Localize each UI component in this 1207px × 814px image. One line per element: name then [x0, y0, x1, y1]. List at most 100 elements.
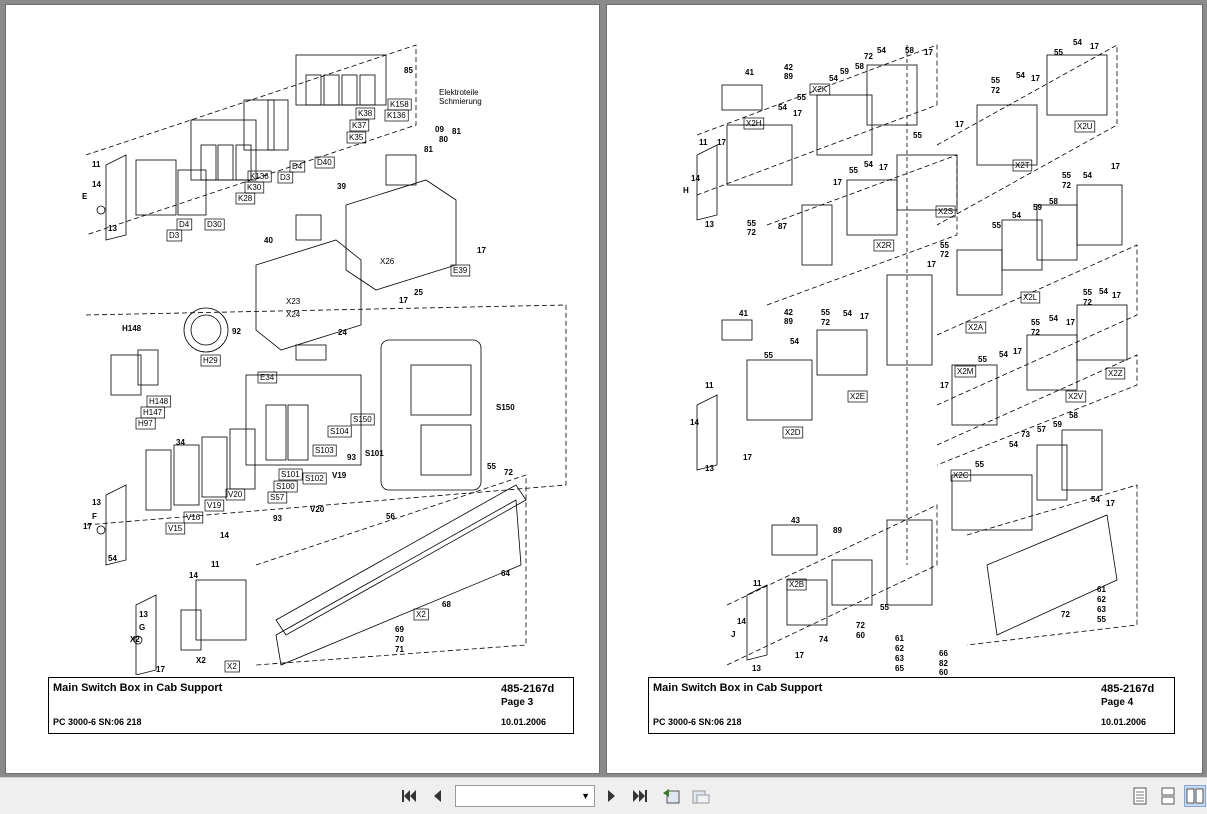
- document-code: 485-2167d: [501, 683, 555, 695]
- callout-framed: K38: [358, 109, 373, 118]
- label-frame: [413, 608, 429, 621]
- callout-framed: D30: [207, 220, 222, 229]
- callout: 17: [1106, 499, 1115, 508]
- go-forward-icon[interactable]: [690, 785, 712, 807]
- callout: F: [92, 512, 97, 521]
- callout: 54: [1049, 314, 1058, 323]
- callout: 54: [778, 103, 787, 112]
- label-frame: [1012, 159, 1033, 172]
- callout-framed: X2: [416, 610, 426, 619]
- callout: X2: [130, 635, 140, 644]
- callout-framed: X2Z: [1108, 369, 1123, 378]
- callout: 54: [1091, 495, 1100, 504]
- callout: 13: [139, 610, 148, 619]
- facing-view-icon[interactable]: [1184, 785, 1206, 807]
- callout: 87: [778, 222, 787, 231]
- callout-framed: D3: [280, 173, 291, 182]
- callout: 81: [424, 145, 433, 154]
- callout: 41: [745, 68, 754, 77]
- callout: 58: [1049, 197, 1058, 206]
- callout-framed: H29: [203, 356, 218, 365]
- callout-framed: V16: [186, 513, 201, 522]
- callout-framed: K30: [247, 183, 262, 192]
- viewer-toolbar: ▼: [0, 777, 1207, 814]
- callout: X2: [196, 656, 206, 665]
- single-page-view-icon[interactable]: [1129, 785, 1151, 807]
- document-page-3: 85 K158 K136 K38 K37 K35 D40 D4 D3 K136 …: [5, 4, 600, 774]
- previous-page-icon[interactable]: [426, 785, 448, 807]
- label-frame: [450, 264, 471, 277]
- callout: J: [731, 630, 735, 639]
- callout: 13: [752, 664, 761, 673]
- callout: 71: [395, 645, 404, 654]
- exploded-view-drawing-page-3: 85 K158 K136 K38 K37 K35 D40 D4 D3 K136 …: [82, 44, 567, 675]
- callout-framed: X2B: [789, 580, 804, 589]
- callout-framed: H148: [149, 397, 169, 406]
- continuous-view-icon[interactable]: [1157, 785, 1179, 807]
- callout: 34: [176, 438, 185, 447]
- callout: X24: [286, 310, 301, 319]
- document-code: 485-2167d: [1101, 683, 1155, 695]
- callout: 72: [1083, 298, 1092, 307]
- label-frame: [165, 522, 186, 535]
- callout: V19: [332, 471, 347, 480]
- label-frame: [743, 117, 765, 130]
- callout: 40: [264, 236, 273, 245]
- callout: 92: [232, 327, 241, 336]
- callout: 62: [1097, 595, 1106, 604]
- callout: 85: [404, 66, 413, 75]
- callout-framed: D40: [317, 158, 332, 167]
- callout-framed: V20: [228, 490, 243, 499]
- callout: 17: [1111, 162, 1120, 171]
- callout: 54: [1099, 287, 1108, 296]
- callout: 11: [92, 160, 101, 169]
- label-frame: [257, 371, 278, 384]
- callout-framed: K158: [390, 100, 409, 109]
- callout-framed: V15: [168, 524, 183, 533]
- callout: 42: [784, 63, 793, 72]
- callout-framed: D3: [169, 231, 180, 240]
- callout: 55: [880, 603, 889, 612]
- callout-framed: D4: [292, 162, 303, 171]
- page-label: Page 4: [1101, 697, 1134, 708]
- callout-framed: X2M: [957, 367, 974, 376]
- callout: 17: [1031, 74, 1040, 83]
- machine-model: PC 3000-6 SN:06 218: [53, 717, 142, 727]
- note-line-2: Schmierung: [439, 97, 482, 106]
- callout: 55: [991, 76, 1000, 85]
- label-frame: [166, 229, 183, 242]
- last-page-icon[interactable]: [629, 785, 651, 807]
- callout: 54: [790, 337, 799, 346]
- callout: 72: [504, 468, 513, 477]
- callout-framed: V19: [207, 501, 222, 510]
- callout: 13: [705, 464, 714, 473]
- callout-framed: X2L: [1023, 293, 1038, 302]
- callout-framed: X2E: [850, 392, 865, 401]
- chevron-down-icon: ▼: [581, 791, 590, 801]
- callout: 65: [895, 664, 904, 673]
- callout: E: [82, 192, 88, 201]
- callout: 55: [849, 166, 858, 175]
- document-date: 10.01.2006: [501, 717, 547, 727]
- callout: 17: [1066, 318, 1075, 327]
- go-back-icon[interactable]: [660, 785, 682, 807]
- callout: 74: [819, 635, 828, 644]
- first-page-icon[interactable]: [398, 785, 420, 807]
- callout-framed: H147: [143, 408, 163, 417]
- callout: 72: [991, 86, 1000, 95]
- callout: 55: [992, 221, 1001, 230]
- note-line-1: Elektroteile: [439, 88, 479, 97]
- label-frame: [1105, 367, 1126, 380]
- label-frame: [346, 131, 367, 144]
- callout: 14: [189, 571, 198, 580]
- page-number-select[interactable]: ▼: [455, 785, 595, 807]
- callout: 14: [690, 418, 699, 427]
- callout-framed: S101: [281, 470, 300, 479]
- next-page-icon[interactable]: [601, 785, 623, 807]
- callout: 17: [927, 260, 936, 269]
- callout-framed: S57: [270, 493, 285, 502]
- label-frame: [965, 321, 987, 334]
- callout: 55: [1031, 318, 1040, 327]
- label-frame: [1065, 390, 1087, 403]
- callout: 72: [747, 228, 756, 237]
